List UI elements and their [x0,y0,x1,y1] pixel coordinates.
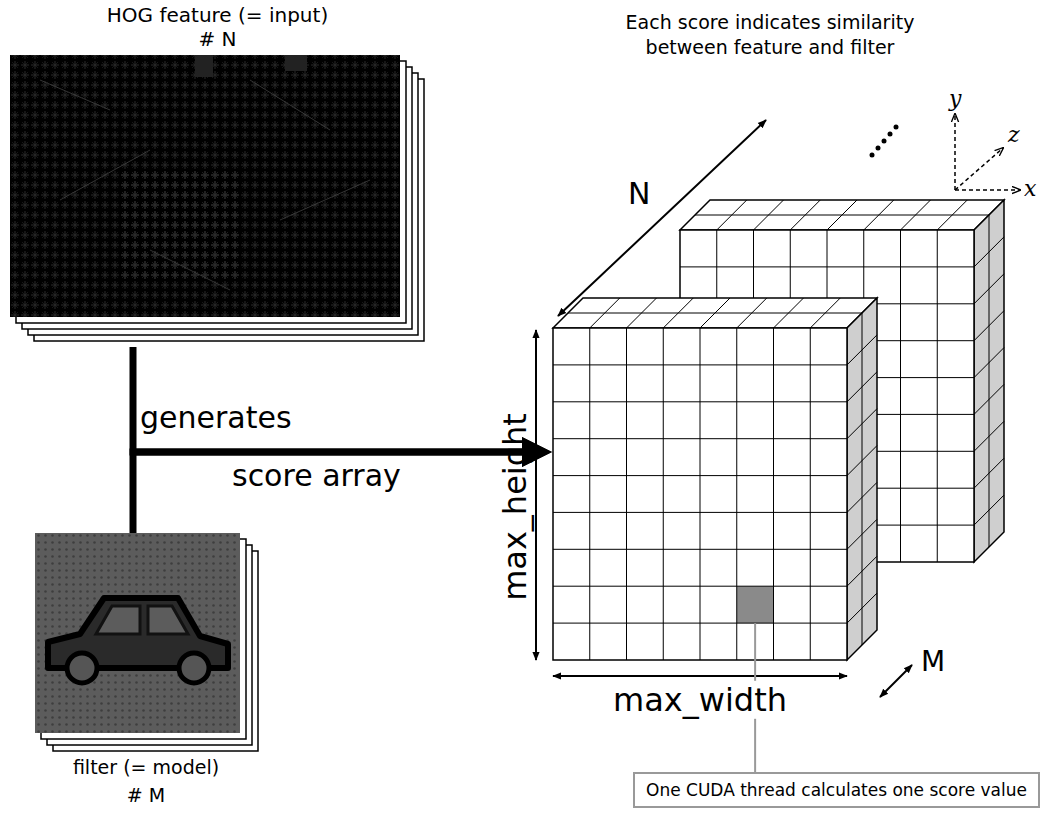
illustration-part [10,55,400,317]
dimension-arrows [536,120,912,697]
axes [955,114,1020,190]
illustration-part [737,586,774,623]
axis-label: y [949,86,961,112]
illustration-part [894,125,899,130]
count-label: # M [35,784,257,807]
illustration-part [35,533,240,733]
illustration-part [35,533,240,733]
ellipsis-dots [870,125,899,158]
illustration-part [680,200,1004,230]
dimension-label: N [628,176,650,212]
illustration-part [120,170,240,280]
axis-label: z [1008,122,1020,148]
illustration-part [974,200,1004,562]
illustration-part [847,313,877,645]
dimension-label: max_width [609,681,791,719]
illustration-part [558,120,766,316]
arrow-label: score array [232,458,401,494]
illustration-part [882,139,887,144]
callout-text: One CUDA thread calculates one score val… [646,780,1027,800]
stack-heading: HOG feature (= input) [10,3,425,27]
illustration-part [10,55,400,317]
note-text: Each score indicates similarity between … [590,10,950,59]
count-label: # N [10,27,425,51]
illustration-part [847,298,877,660]
flow-arrow [133,452,522,533]
axis-label: x [1024,176,1036,202]
illustration-part [954,114,956,190]
filter-stack [35,533,258,751]
illustration-part [876,146,881,151]
score-array-front [553,298,877,660]
illustration-part [974,215,1004,547]
illustration-part [870,153,875,158]
illustration-part [553,365,847,623]
illustration-part [590,328,811,660]
stack-heading: filter (= model) [35,756,257,779]
illustration-part [535,330,537,660]
illustration-part [96,606,188,634]
illustration-part [553,328,847,660]
dimension-label: max_height [496,413,534,601]
illustration-part [285,55,307,71]
illustration-part [40,80,370,290]
illustration-part [955,148,1003,190]
illustration-part [568,298,862,328]
illustration-part [955,189,1020,191]
callout-box: One CUDA thread calculates one score val… [633,772,1040,808]
illustration-part [67,653,97,683]
illustration-part [888,132,893,137]
hog-stack [10,55,424,341]
illustration-part [553,298,877,328]
flow-arrow [133,347,522,452]
dimension-label: M [921,645,945,679]
hog-feature-stack: HOG feature (= input)# N [10,55,425,347]
illustration-part [553,675,847,677]
illustration-part [695,200,989,230]
illustration-part [195,55,213,77]
arrow-label: generates [140,400,292,436]
filter-stack: filter (= model)# M [35,533,257,750]
score-array-cube: max_heightmax_widthM [553,328,847,660]
illustration-part [179,653,209,683]
illustration-part [880,665,912,697]
